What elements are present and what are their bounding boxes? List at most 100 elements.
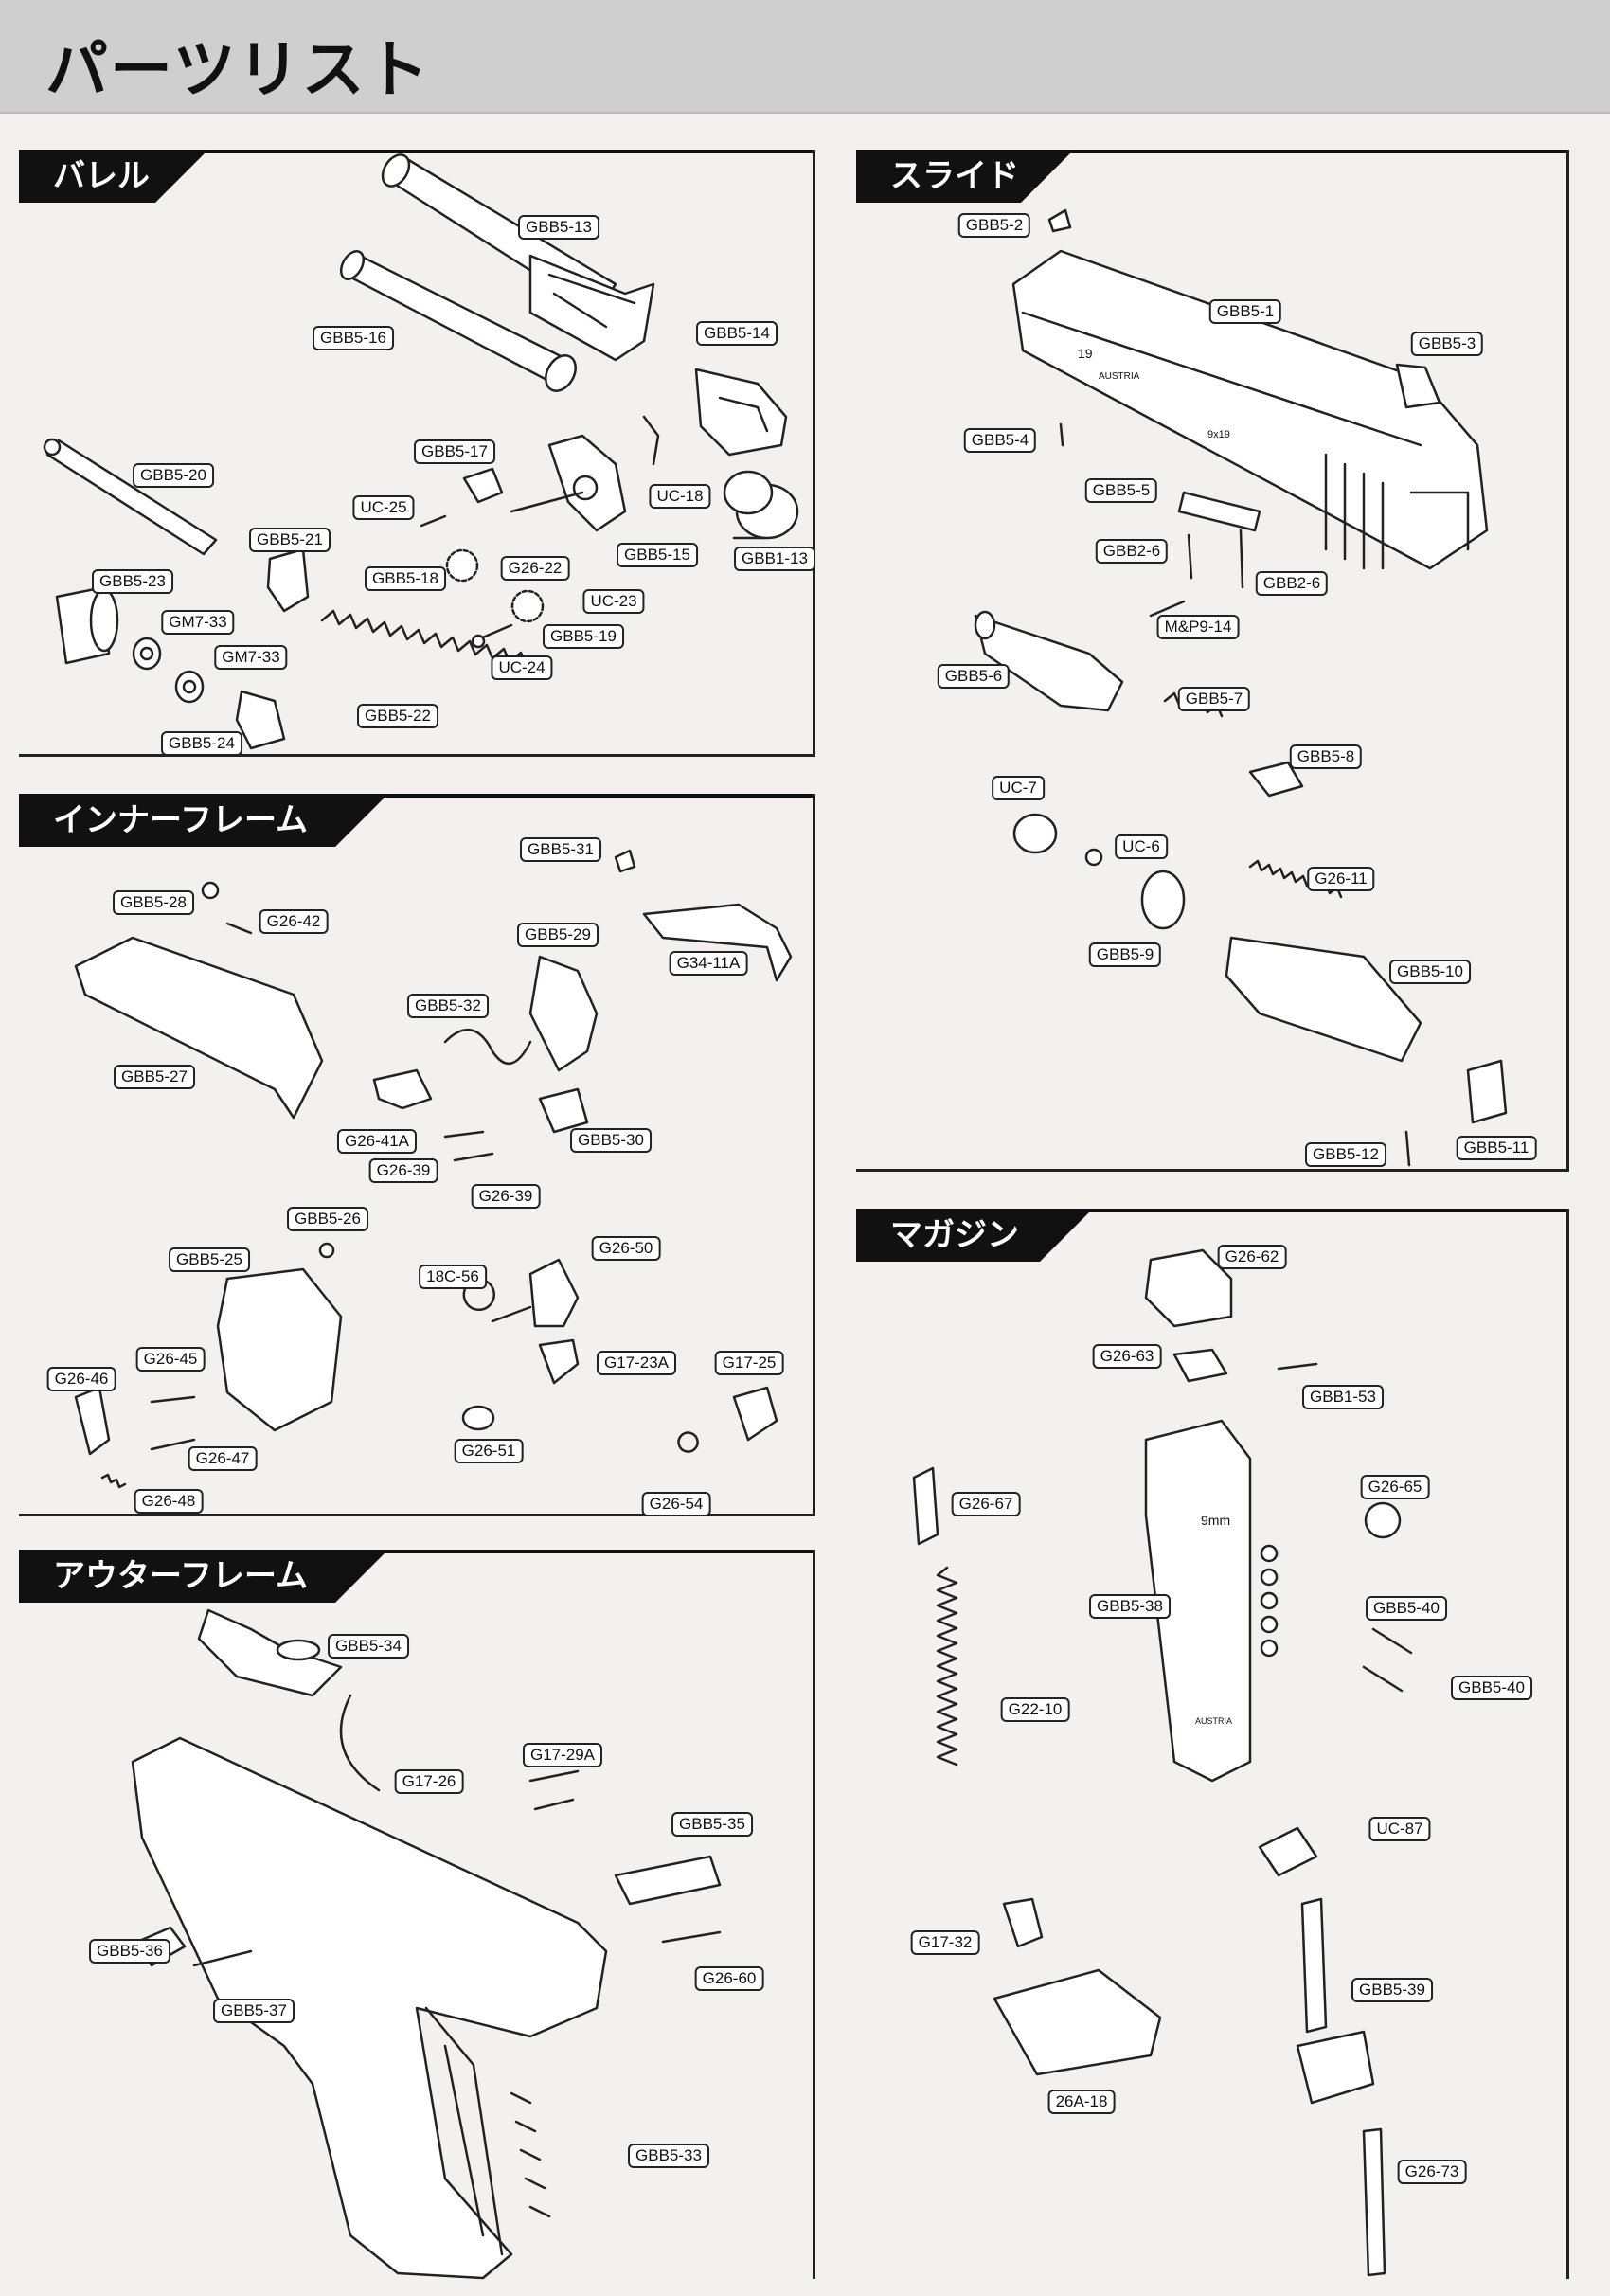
part-label: GBB5-8	[1289, 744, 1363, 769]
part-label: G26-50	[591, 1236, 661, 1261]
part-label: GM7-33	[161, 610, 235, 635]
part-label: GBB5-9	[1088, 942, 1162, 967]
part-label: UC-7	[992, 776, 1045, 800]
inner-frame-header-rule	[19, 794, 813, 798]
part-label: GBB5-35	[671, 1812, 753, 1837]
slide-model-engraving: 19	[1078, 346, 1093, 361]
section-magazine	[856, 1209, 1569, 2279]
part-label: GBB5-22	[357, 704, 438, 728]
part-label: G26-51	[454, 1439, 524, 1463]
part-label: G26-41A	[336, 1129, 418, 1154]
title-band	[0, 0, 1610, 114]
magazine-caliber-engraving: 9mm	[1201, 1513, 1230, 1528]
part-label: G26-46	[46, 1367, 116, 1391]
magazine-header-rule	[856, 1209, 1566, 1212]
part-label: GBB5-38	[1089, 1594, 1171, 1619]
part-label: G26-42	[259, 909, 329, 934]
magazine-header-title: マガジン	[890, 1216, 1019, 1254]
part-label: G26-63	[1092, 1344, 1162, 1369]
section-inner-frame	[19, 794, 815, 1516]
part-label: UC-18	[649, 484, 711, 509]
part-label: G26-62	[1217, 1245, 1287, 1269]
part-label: G22-10	[1000, 1697, 1070, 1722]
part-label: GBB5-10	[1389, 960, 1471, 984]
part-label: UC-23	[582, 589, 645, 614]
part-label: G17-32	[910, 1930, 980, 1955]
part-label: GBB5-29	[517, 923, 599, 947]
part-label: GBB5-13	[518, 215, 599, 240]
part-label: G26-60	[694, 1966, 764, 1991]
part-label: G26-22	[500, 556, 570, 581]
part-label: GBB5-28	[113, 890, 194, 915]
part-label: GBB5-34	[328, 1634, 409, 1659]
part-label: G17-26	[394, 1769, 464, 1794]
part-label: UC-87	[1368, 1817, 1431, 1841]
part-label: G17-23A	[596, 1351, 677, 1375]
part-label: G26-45	[135, 1347, 206, 1372]
part-label: GBB5-23	[92, 569, 173, 594]
part-label: GBB5-27	[114, 1065, 195, 1089]
part-label: 26A-18	[1047, 2090, 1116, 2114]
part-label: 18C-56	[419, 1265, 487, 1289]
part-label: GBB5-7	[1177, 687, 1251, 711]
part-label: GBB5-20	[133, 463, 214, 488]
part-label: G17-29A	[522, 1743, 603, 1767]
part-label: G26-54	[641, 1492, 711, 1516]
magazine-drawing: 9mm AUSTRIA	[912, 1248, 1413, 2277]
part-label: GBB5-30	[570, 1128, 652, 1153]
slide-drawing: 19 AUSTRIA 9x19	[974, 208, 1508, 1167]
part-label: M&P9-14	[1156, 615, 1240, 639]
part-label: GBB5-1	[1208, 299, 1282, 324]
page-title: パーツリスト	[45, 33, 431, 106]
part-label: G34-11A	[669, 951, 748, 976]
part-label: UC-24	[491, 655, 553, 680]
part-label: G26-65	[1360, 1475, 1430, 1499]
part-label: G26-39	[471, 1184, 541, 1209]
part-label: GBB5-15	[617, 543, 698, 567]
part-label: GM7-33	[214, 645, 288, 670]
section-slide	[856, 150, 1569, 1172]
barrel-drawing	[43, 153, 799, 750]
part-label: GBB5-25	[169, 1247, 250, 1272]
part-label: G26-48	[134, 1489, 204, 1514]
part-label: G26-73	[1397, 2160, 1467, 2184]
inner-frame-drawing	[74, 849, 793, 1489]
barrel-header-rule	[19, 150, 813, 153]
inner-frame-header-title: インナーフレーム	[53, 801, 308, 839]
part-label: GBB5-16	[313, 326, 394, 350]
part-label: GBB2-6	[1095, 539, 1169, 564]
part-label: G26-11	[1307, 867, 1375, 891]
part-label: G17-25	[714, 1351, 784, 1375]
outer-frame-header: アウターフレーム	[19, 1550, 388, 1603]
part-label: GBB2-6	[1255, 571, 1329, 596]
part-label: GBB5-14	[696, 321, 778, 346]
part-label: GBB1-53	[1302, 1385, 1384, 1409]
section-outer-frame	[19, 1550, 815, 2279]
part-label: GBB5-31	[520, 837, 601, 862]
part-label: GBB5-32	[407, 994, 489, 1018]
slide-caliber-engraving: 9x19	[1208, 429, 1230, 440]
part-label: GBB5-39	[1351, 1978, 1433, 2002]
part-label: GBB5-40	[1451, 1676, 1532, 1700]
outer-frame-header-rule	[19, 1550, 813, 1553]
part-label: G26-67	[951, 1492, 1021, 1516]
part-label: GBB5-3	[1410, 332, 1484, 356]
part-label: GBB5-33	[628, 2144, 709, 2168]
part-label: GBB5-24	[161, 731, 242, 756]
part-label: GBB5-36	[89, 1939, 170, 1964]
part-label: GBB5-17	[414, 439, 495, 464]
part-label: G26-47	[188, 1446, 258, 1471]
part-label: GBB5-37	[213, 1999, 295, 2023]
slide-header-rule	[856, 150, 1566, 153]
part-label: UC-25	[352, 495, 415, 520]
slide-header-title: スライド	[890, 157, 1019, 195]
outer-frame-drawing	[131, 1608, 722, 2280]
part-label: GBB5-19	[543, 624, 624, 649]
part-label: GBB5-18	[365, 566, 446, 591]
section-barrel	[19, 150, 815, 757]
part-label: GBB5-2	[957, 213, 1031, 238]
slide-header: スライド	[856, 150, 1074, 203]
part-label: GBB5-6	[937, 664, 1011, 689]
part-label: GBB5-21	[249, 528, 331, 552]
